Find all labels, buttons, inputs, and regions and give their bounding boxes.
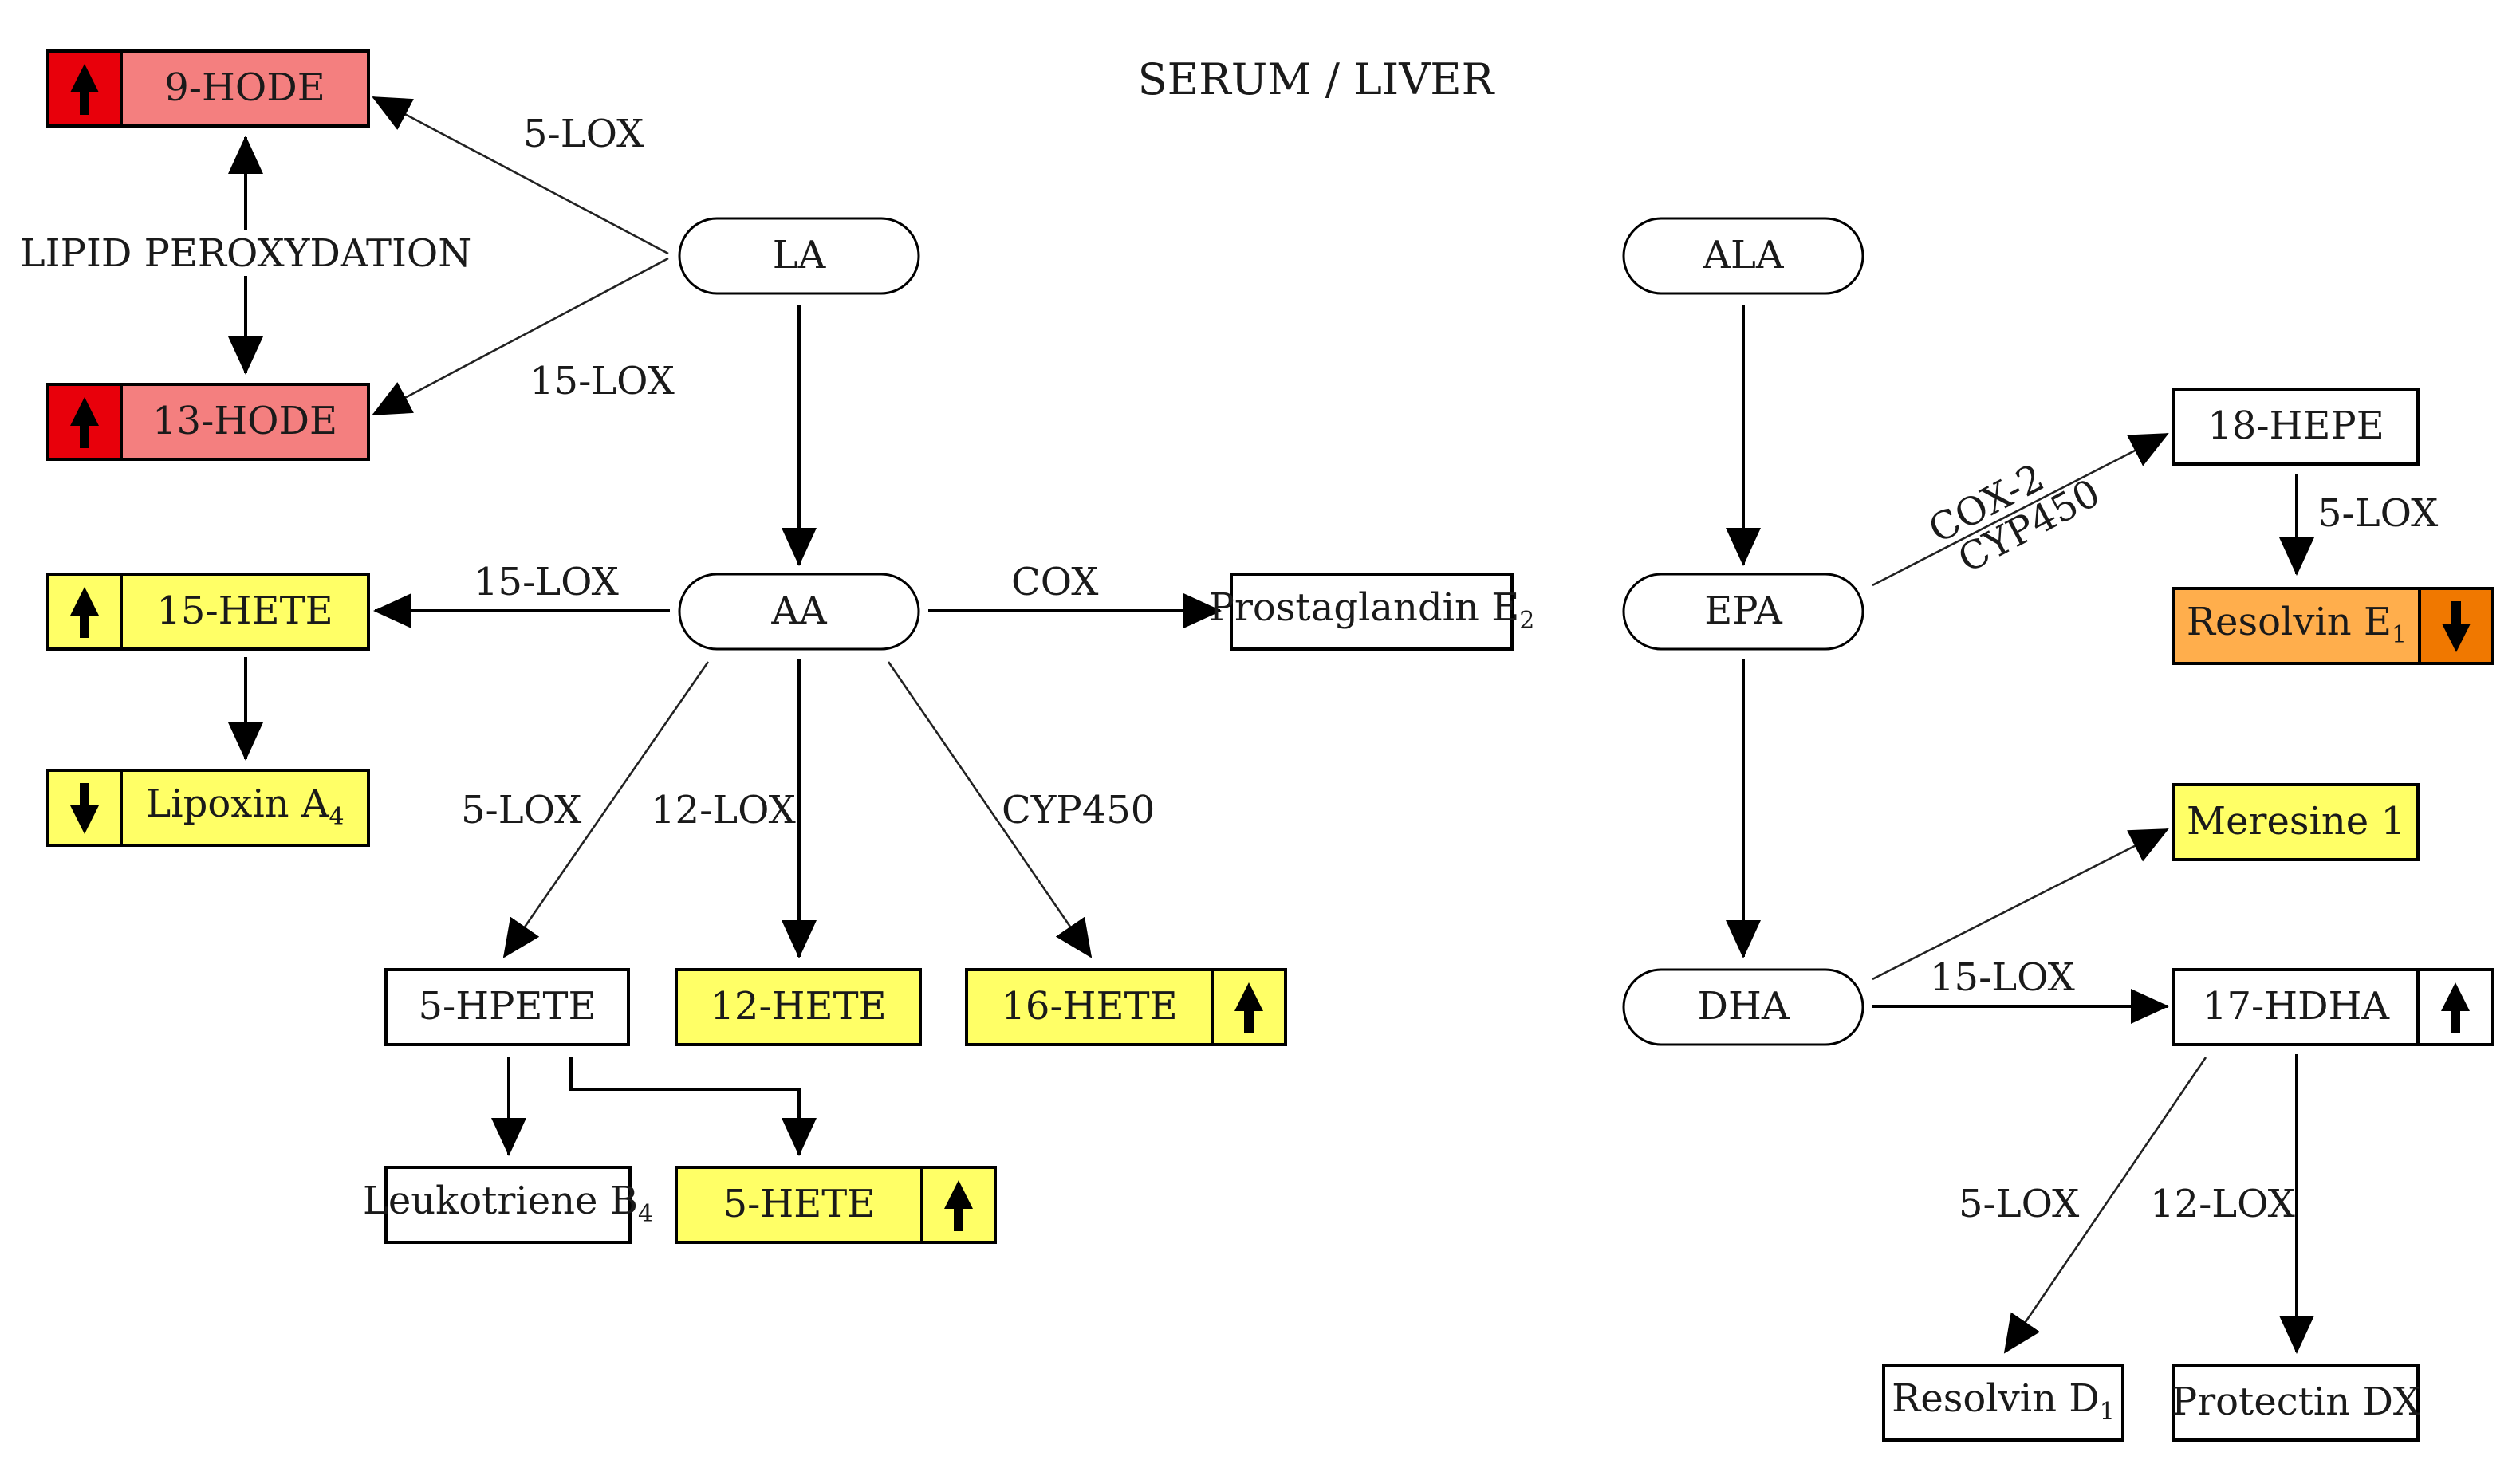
node-la-label: LA xyxy=(773,233,827,277)
node-lipoxin-a4: Lipoxin A4 xyxy=(46,769,370,847)
node-resolvin-e1-label: Resolvin E1 xyxy=(2187,600,2407,649)
label-17hdha-rvd1: 5-LOX xyxy=(1959,1182,2079,1226)
node-epa: EPA xyxy=(1622,573,1864,651)
label-17hdha-pdx: 12-LOX xyxy=(2150,1182,2295,1226)
node-resolvin-d1-label: Resolvin D1 xyxy=(1892,1376,2115,1426)
node-5-hpete-label: 5-HPETE xyxy=(418,984,596,1029)
down-arrow-icon xyxy=(70,783,99,834)
label-aa-16hete: CYP450 xyxy=(1002,788,1155,832)
node-maresin-1-label: Meresine 1 xyxy=(2187,799,2405,844)
node-dha: DHA xyxy=(1622,968,1864,1046)
edge-aa-5hpete xyxy=(502,661,710,958)
diagram-title: SERUM / LIVER xyxy=(1138,54,1495,104)
node-5-hete: 5-HETE xyxy=(675,1166,997,1244)
node-15-hete: 15-HETE xyxy=(46,573,370,651)
node-5-hpete: 5-HPETE xyxy=(384,968,630,1046)
node-ala-label: ALA xyxy=(1702,233,1785,277)
edge-dha-maresin xyxy=(1872,828,2169,981)
up-arrow-icon xyxy=(2441,982,2470,1033)
node-18-hepe-label: 18-HEPE xyxy=(2207,403,2384,448)
node-5-hete-label: 5-HETE xyxy=(723,1182,876,1226)
edge-epa-18hepe xyxy=(1872,432,2169,587)
node-protectin-dx: Protectin DX xyxy=(2172,1364,2420,1442)
up-arrow-icon xyxy=(944,1180,973,1231)
label-dha-17hdha: 15-LOX xyxy=(1930,955,2075,1000)
edge-la-13hode xyxy=(372,257,669,416)
node-dha-label: DHA xyxy=(1697,984,1790,1029)
node-17-hdha-label: 17-HDHA xyxy=(2203,984,2391,1029)
label-aa-5hpete: 5-LOX xyxy=(461,788,581,832)
node-ala: ALA xyxy=(1622,217,1864,295)
node-aa: AA xyxy=(678,573,920,651)
node-leukotriene-b4: Leukotriene B4 xyxy=(363,1166,653,1244)
label-18hepe-rve1: 5-LOX xyxy=(2317,491,2438,536)
node-la: LA xyxy=(678,217,920,295)
node-resolvin-e1: Resolvin E1 xyxy=(2172,587,2494,665)
node-leukotriene-b4-label: Leukotriene B4 xyxy=(363,1179,653,1228)
node-16-hete: 16-HETE xyxy=(965,968,1287,1046)
edge-17hdha-rvd1 xyxy=(2003,1057,2207,1354)
edge-5hpete-5hete xyxy=(569,1057,817,1156)
node-12-hete-label: 12-HETE xyxy=(710,984,886,1029)
label-la-9hode: 5-LOX xyxy=(523,112,644,156)
node-16-hete-label: 16-HETE xyxy=(1001,984,1177,1029)
down-arrow-icon xyxy=(2442,601,2471,652)
edge-aa-16hete xyxy=(887,661,1093,958)
label-aa-12hete: 12-LOX xyxy=(651,788,796,832)
node-12-hete: 12-HETE xyxy=(675,968,922,1046)
label-lipid-peroxidation: LIPID PEROXYDATION xyxy=(20,231,472,276)
node-13-hode: 13-HODE xyxy=(46,383,370,461)
node-17-hdha: 17-HDHA xyxy=(2172,968,2494,1046)
node-maresin-1: Meresine 1 xyxy=(2172,783,2420,861)
node-15-hete-label: 15-HETE xyxy=(156,588,333,633)
node-resolvin-d1: Resolvin D1 xyxy=(1882,1364,2124,1442)
up-arrow-icon xyxy=(70,64,99,115)
node-protectin-dx-label: Protectin DX xyxy=(2172,1379,2420,1424)
node-9-hode-label: 9-HODE xyxy=(164,65,325,110)
edge-la-9hode xyxy=(372,96,669,255)
up-arrow-icon xyxy=(1234,982,1263,1033)
node-epa-label: EPA xyxy=(1704,588,1783,633)
up-arrow-icon xyxy=(70,587,99,638)
node-prostaglandin-e2-label: Prostaglandin E2 xyxy=(1209,585,1535,635)
node-aa-label: AA xyxy=(770,588,828,633)
label-aa-15hete: 15-LOX xyxy=(474,560,619,604)
node-18-hepe: 18-HEPE xyxy=(2172,388,2420,466)
node-13-hode-label: 13-HODE xyxy=(152,399,337,443)
up-arrow-icon xyxy=(70,397,99,448)
node-lipoxin-a4-label: Lipoxin A4 xyxy=(145,781,344,831)
label-la-13hode: 15-LOX xyxy=(530,359,675,403)
label-aa-pge2: COX xyxy=(1011,560,1098,604)
node-prostaglandin-e2: Prostaglandin E2 xyxy=(1209,573,1535,651)
node-9-hode: 9-HODE xyxy=(46,49,370,128)
